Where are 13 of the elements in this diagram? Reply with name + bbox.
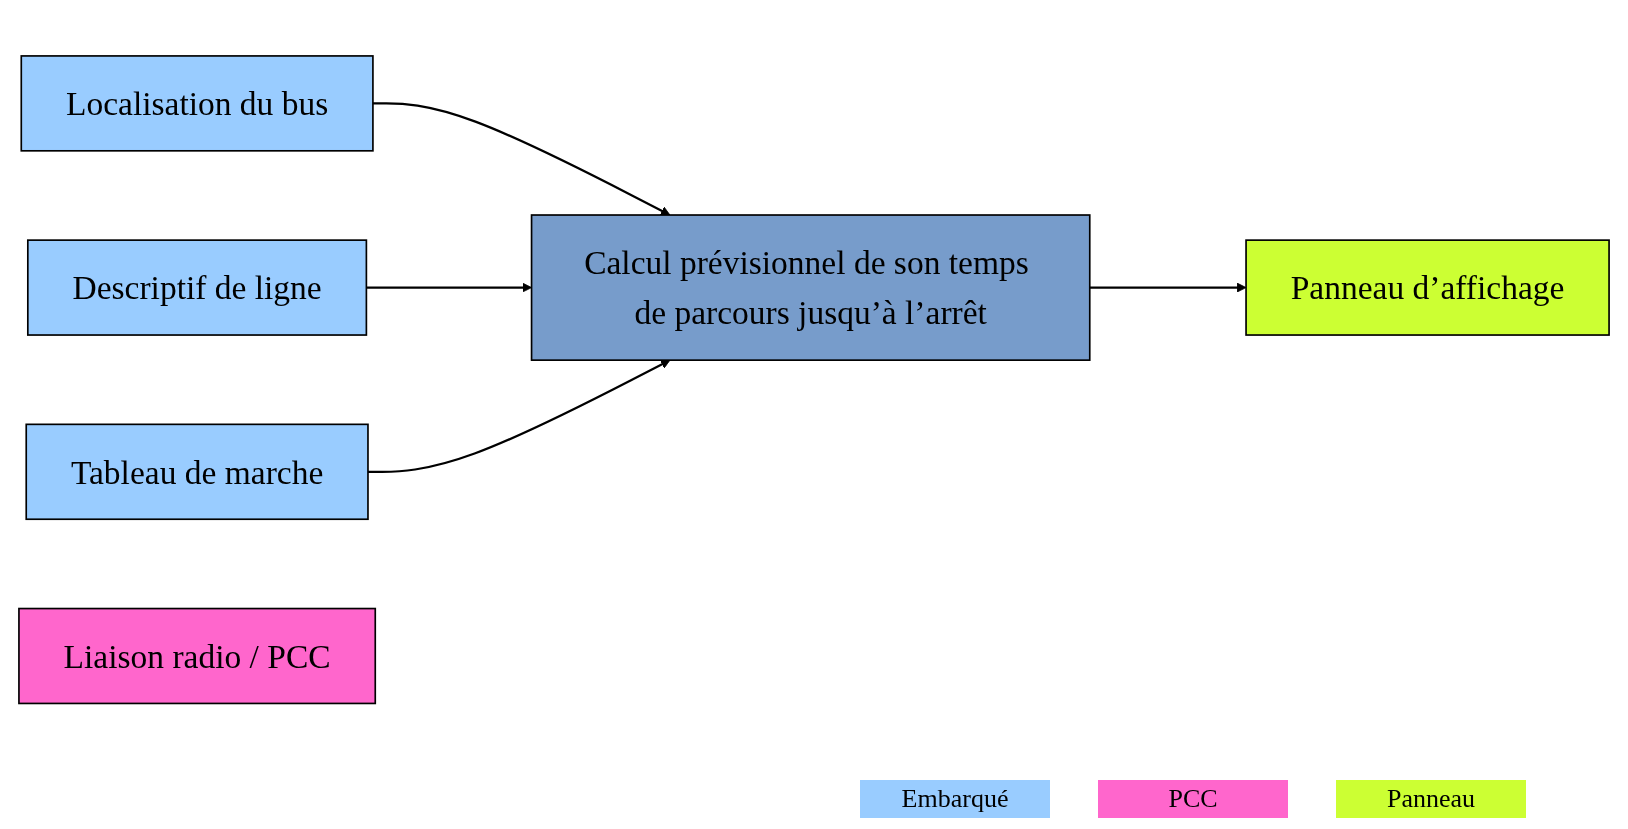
info-box: Tableau de marche bbox=[25, 423, 369, 521]
process-box: Calcul prévisionnel de son temps de parcours jusqu’à l’arrêt bbox=[530, 214, 1091, 362]
legend-key: Embarqué bbox=[860, 780, 1050, 818]
legend-key: Panneau bbox=[1336, 780, 1526, 818]
info-box: Localisation du bus bbox=[20, 55, 374, 152]
legend-key: PCC bbox=[1098, 780, 1288, 818]
info-box: Liaison radio / PCC bbox=[18, 608, 377, 705]
arrow bbox=[367, 360, 671, 474]
arrow bbox=[1089, 283, 1247, 293]
arrow bbox=[372, 102, 671, 216]
info-box: Panneau d’affichage bbox=[1245, 239, 1610, 337]
arrow bbox=[366, 283, 532, 293]
info-box: Descriptif de ligne bbox=[27, 239, 368, 337]
